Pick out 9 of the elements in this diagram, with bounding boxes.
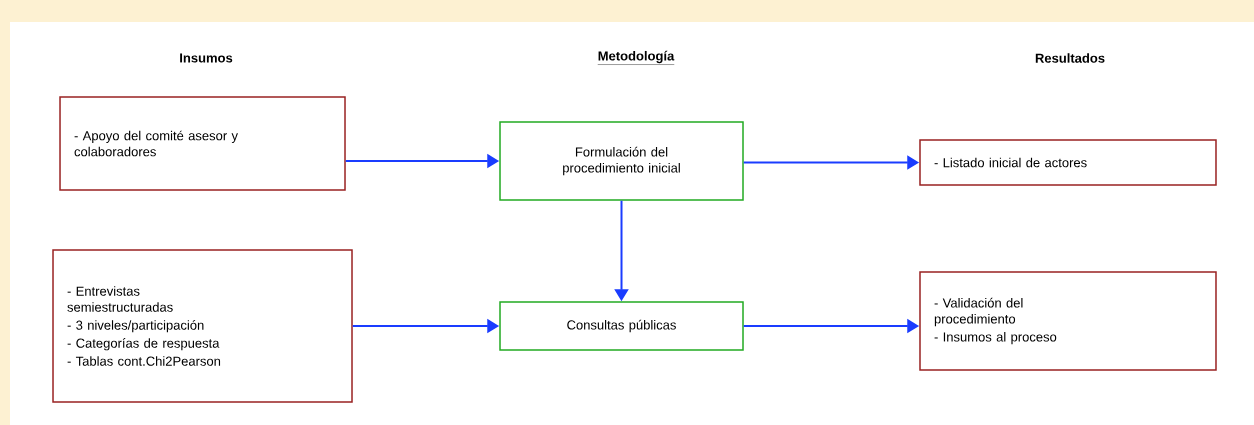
column-heading: Resultados [1035,53,1105,63]
column-heading: Metodología [597,50,675,65]
input-box: - Apoyo del comité asesor y colaboradores [59,96,346,191]
input-box: - Entrevistas semiestructuradas - 3 niveles/participación - Categorías de respuesta - Tablas cont.Chi2Pearson [52,249,353,403]
result-box: - Listado inicial de actores [919,139,1217,186]
column-heading: Insumos [180,53,233,63]
result-box: - Validación del procedimiento - Insumos al proceso [919,271,1217,371]
method-box: Consultas públicas [499,301,744,351]
method-box: Formulación del procedimiento inicial [499,121,744,201]
